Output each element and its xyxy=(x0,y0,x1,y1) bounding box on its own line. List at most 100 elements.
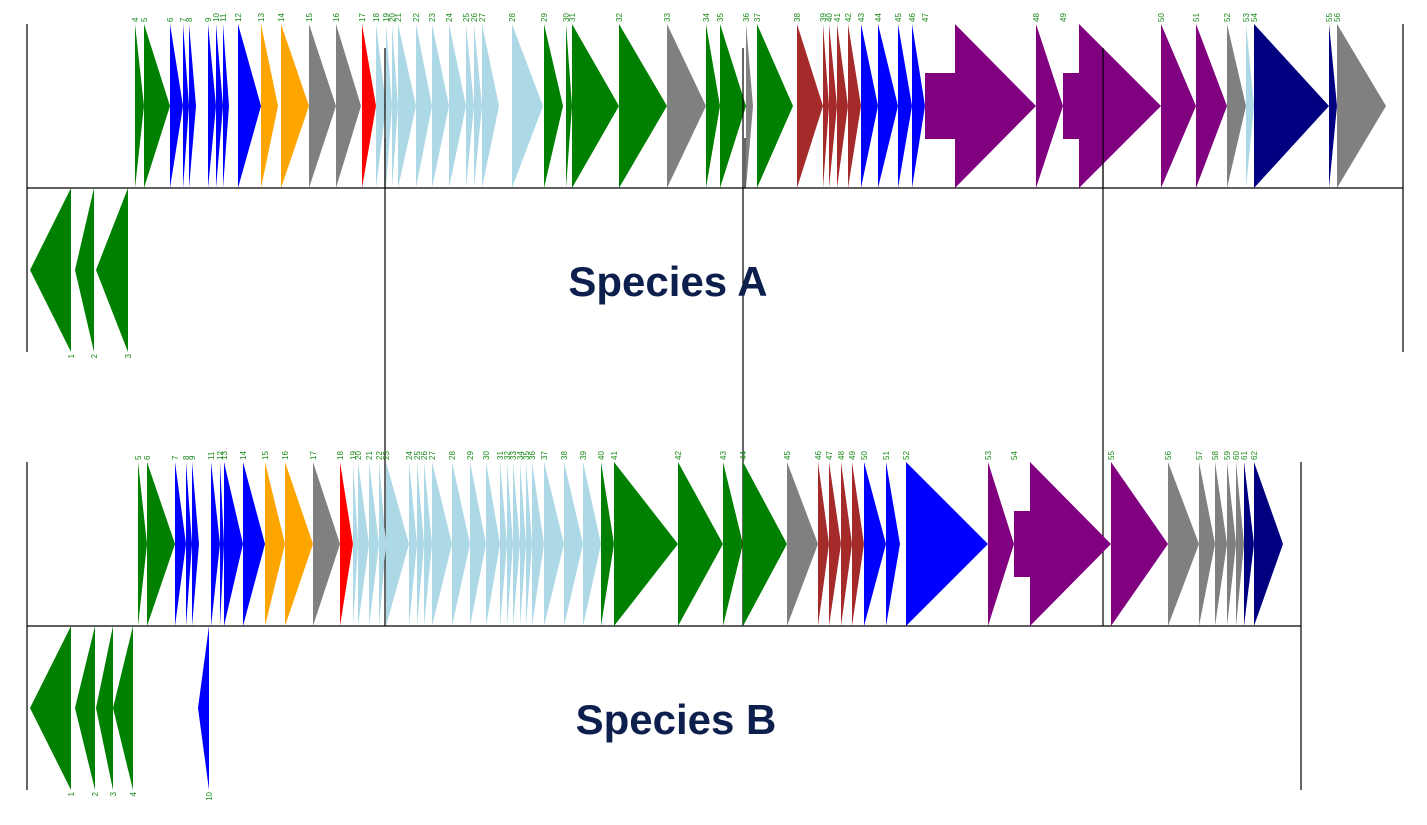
gene-arrow-42 xyxy=(848,24,861,188)
gene-arrow-54 xyxy=(1254,24,1329,188)
gene-label-12: 12 xyxy=(216,451,225,460)
gene-arrow-13 xyxy=(261,24,278,188)
gene-label-8: 8 xyxy=(185,17,194,22)
gene-arrow-10 xyxy=(198,626,209,790)
gene-label-14: 14 xyxy=(239,451,248,460)
gene-arrow-48 xyxy=(1036,24,1063,188)
gene-arrow-1 xyxy=(30,626,71,790)
gene-arrow-40 xyxy=(829,24,837,188)
gene-arrow-52 xyxy=(906,462,988,626)
gene-arrow-33 xyxy=(667,24,706,188)
gene-label-10: 10 xyxy=(205,791,214,800)
gene-label-28: 28 xyxy=(448,451,457,460)
gene-arrow-27 xyxy=(432,462,452,626)
gene-label-49: 49 xyxy=(848,451,857,460)
gene-arrow-49 xyxy=(1063,24,1161,188)
gene-label-50: 50 xyxy=(860,451,869,460)
gene-arrow-1 xyxy=(30,188,71,352)
gene-label-10: 10 xyxy=(212,13,221,22)
gene-label-25: 25 xyxy=(413,451,422,460)
gene-label-11: 11 xyxy=(219,13,228,22)
gene-label-48: 48 xyxy=(1032,13,1041,22)
gene-label-58: 58 xyxy=(1211,451,1220,460)
gene-label-7: 7 xyxy=(171,455,180,460)
gene-label-52: 52 xyxy=(902,451,911,460)
gene-arrow-12 xyxy=(238,24,261,188)
gene-label-22: 22 xyxy=(412,13,421,22)
gene-label-46: 46 xyxy=(908,13,917,22)
gene-arrow-59 xyxy=(1227,462,1236,626)
gene-label-43: 43 xyxy=(857,13,866,22)
gene-label-3: 3 xyxy=(124,353,133,358)
gene-arrow-34 xyxy=(520,462,526,626)
gene-arrow-36 xyxy=(532,462,544,626)
gene-arrow-30 xyxy=(566,24,572,188)
gene-arrow-53 xyxy=(1246,24,1254,188)
gene-label-40: 40 xyxy=(597,451,606,460)
gene-label-18: 18 xyxy=(336,451,345,460)
gene-label-47: 47 xyxy=(921,13,930,22)
gene-arrow-43 xyxy=(861,24,878,188)
gene-arrow-20 xyxy=(358,462,369,626)
gene-arrow-38 xyxy=(797,24,823,188)
gene-arrow-44 xyxy=(743,462,787,626)
gene-arrow-9 xyxy=(208,24,216,188)
gene-arrow-53 xyxy=(988,462,1014,626)
gene-arrow-29 xyxy=(470,462,486,626)
gene-label-32: 32 xyxy=(503,451,512,460)
gene-arrow-17 xyxy=(362,24,376,188)
gene-label-22: 22 xyxy=(375,451,384,460)
gene-label-36: 36 xyxy=(742,13,751,22)
gene-arrow-7 xyxy=(183,24,189,188)
gene-arrow-15 xyxy=(309,24,336,188)
gene-label-15: 15 xyxy=(305,13,314,22)
gene-arrow-39 xyxy=(583,462,601,626)
gene-arrow-32 xyxy=(619,24,667,188)
gene-arrow-41 xyxy=(837,24,848,188)
gene-label-17: 17 xyxy=(309,451,318,460)
gene-arrow-55 xyxy=(1111,462,1168,626)
gene-label-30: 30 xyxy=(562,13,571,22)
gene-label-30: 30 xyxy=(482,451,491,460)
gene-label-44: 44 xyxy=(874,13,883,22)
gene-arrow-56 xyxy=(1337,24,1386,188)
gene-arrow-47 xyxy=(829,462,841,626)
gene-label-61: 61 xyxy=(1240,451,1249,460)
gene-arrow-15 xyxy=(265,462,285,626)
gene-arrow-49 xyxy=(852,462,864,626)
gene-arrow-58 xyxy=(1215,462,1227,626)
gene-label-37: 37 xyxy=(753,13,762,22)
gene-label-26: 26 xyxy=(470,13,479,22)
gene-label-9: 9 xyxy=(204,17,213,22)
gene-arrow-60 xyxy=(1236,462,1244,626)
gene-arrow-37 xyxy=(544,462,564,626)
gene-arrow-24 xyxy=(409,462,417,626)
gene-label-3: 3 xyxy=(109,791,118,796)
gene-arrow-8 xyxy=(189,24,196,188)
gene-arrow-56 xyxy=(1168,462,1199,626)
gene-label-57: 57 xyxy=(1195,451,1204,460)
gene-label-27: 27 xyxy=(478,13,487,22)
gene-label-38: 38 xyxy=(793,13,802,22)
gene-label-44: 44 xyxy=(739,451,748,460)
gene-arrow-47 xyxy=(925,24,1036,188)
gene-label-33: 33 xyxy=(663,13,672,22)
gene-label-42: 42 xyxy=(844,13,853,22)
gene-arrow-41 xyxy=(614,462,678,626)
gene-label-29: 29 xyxy=(540,13,549,22)
gene-arrow-51 xyxy=(1196,24,1227,188)
gene-label-41: 41 xyxy=(610,451,619,460)
gene-label-5: 5 xyxy=(134,455,143,460)
gene-label-8: 8 xyxy=(182,455,191,460)
gene-arrow-8 xyxy=(186,462,192,626)
gene-label-35: 35 xyxy=(716,13,725,22)
gene-arrow-26 xyxy=(474,24,482,188)
gene-label-21: 21 xyxy=(394,13,403,22)
gene-arrow-16 xyxy=(285,462,313,626)
gene-label-50: 50 xyxy=(1157,13,1166,22)
gene-label-38: 38 xyxy=(560,451,569,460)
gene-arrow-17 xyxy=(313,462,340,626)
gene-arrow-29 xyxy=(544,24,563,188)
gene-arrow-6 xyxy=(170,24,183,188)
gene-arrow-28 xyxy=(452,462,470,626)
